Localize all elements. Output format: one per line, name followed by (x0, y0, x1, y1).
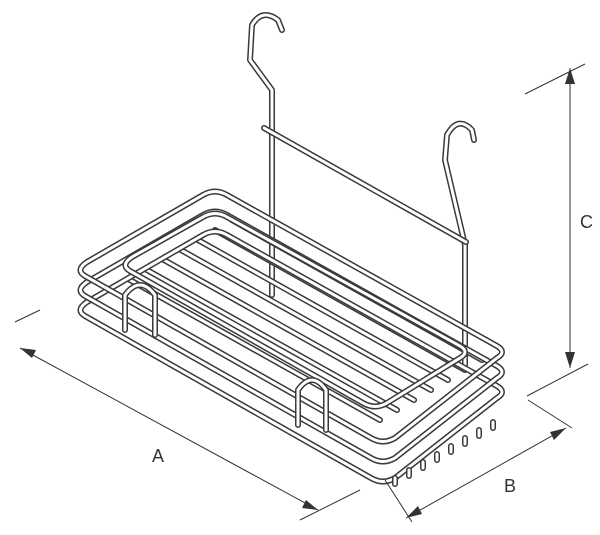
basket-wireframe (77, 12, 505, 487)
dimension-c-label: C (580, 212, 593, 232)
floor-slat-highlight (145, 268, 399, 412)
side-loop-left-highlight (123, 283, 157, 337)
dimension-a: A (14, 309, 361, 521)
rim-bottom-highlight (79, 230, 504, 483)
hook-left-highlight (248, 13, 284, 297)
dimension-b-label: B (504, 476, 516, 496)
dimension-c: C (524, 63, 593, 397)
dimension-b: B (384, 399, 573, 523)
floor-slat-highlight (196, 238, 450, 382)
floor-slat-highlight (179, 248, 433, 392)
rim-top-highlight (79, 190, 504, 443)
hanging-bar-highlight (262, 126, 468, 244)
floor-slat-highlight (128, 278, 382, 422)
side-loop-front-highlight (296, 378, 328, 432)
dimension-a-label: A (152, 446, 164, 466)
hook-right-highlight (443, 122, 476, 367)
floor-slat-highlight (162, 258, 416, 402)
rim-inner-highlight (124, 212, 467, 408)
